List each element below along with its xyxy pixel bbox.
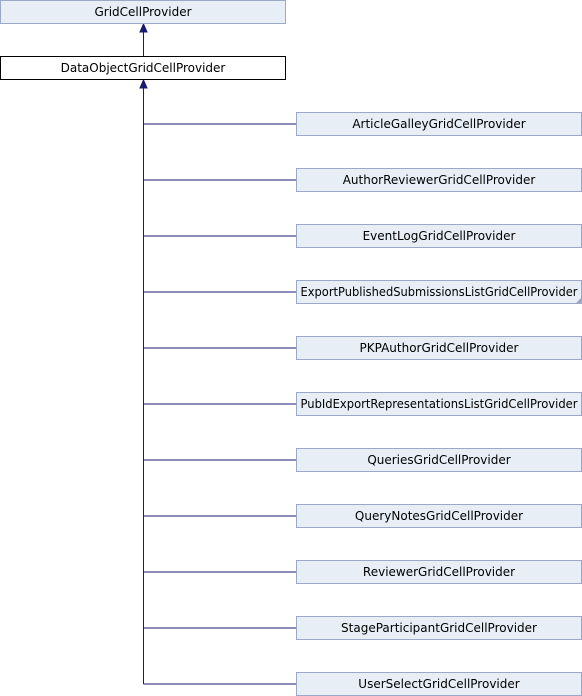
node-box <box>0 56 286 80</box>
node-label: GridCellProvider <box>94 5 191 19</box>
node-label: UserSelectGridCellProvider <box>358 677 519 691</box>
inheritance-edges <box>139 22 297 685</box>
derived-class-nodes: ArticleGalleyGridCellProviderAuthorRevie… <box>296 112 582 696</box>
edge-arrowhead <box>139 22 148 33</box>
node-label: StageParticipantGridCellProvider <box>341 621 537 635</box>
node-label: QueryNotesGridCellProvider <box>355 509 523 523</box>
node-label: ArticleGalleyGridCellProvider <box>352 117 525 131</box>
node-pkpauthorgridcellprovider[interactable]: PKPAuthorGridCellProvider <box>296 336 582 360</box>
node-queriesgridcellprovider[interactable]: QueriesGridCellProvider <box>296 448 582 472</box>
node-label: EventLogGridCellProvider <box>363 229 516 243</box>
node-querynotesgridcellprovider[interactable]: QueryNotesGridCellProvider <box>296 504 582 528</box>
node-dataobjectgridcellprovider: DataObjectGridCellProvider <box>0 56 286 80</box>
node-reviewergridcellprovider[interactable]: ReviewerGridCellProvider <box>296 560 582 584</box>
node-eventloggridcellprovider[interactable]: EventLogGridCellProvider <box>296 224 582 248</box>
node-userselectgridcellprovider[interactable]: UserSelectGridCellProvider <box>296 672 582 696</box>
node-label: ReviewerGridCellProvider <box>363 565 515 579</box>
node-pubidexportrepresentationslistgridcellprovider[interactable]: PubIdExportRepresentationsListGridCellPr… <box>296 392 582 416</box>
node-label: PKPAuthorGridCellProvider <box>360 341 519 355</box>
node-gridcellprovider[interactable]: GridCellProvider <box>0 0 286 24</box>
node-label: ExportPublishedSubmissionsListGridCellPr… <box>301 285 578 299</box>
node-articlegalleygridcellprovider[interactable]: ArticleGalleyGridCellProvider <box>296 112 582 136</box>
node-box <box>0 0 286 24</box>
node-authorreviewergridcellprovider[interactable]: AuthorReviewerGridCellProvider <box>296 168 582 192</box>
truncation-marker <box>575 297 582 304</box>
node-label: DataObjectGridCellProvider <box>61 61 226 75</box>
node-stageparticipantgridcellprovider[interactable]: StageParticipantGridCellProvider <box>296 616 582 640</box>
node-label: AuthorReviewerGridCellProvider <box>343 173 536 187</box>
node-label: PubIdExportRepresentationsListGridCellPr… <box>301 397 578 411</box>
edge-arrowhead <box>139 78 148 89</box>
node-exportpublishedsubmissionslistgridcellprovider[interactable]: ExportPublishedSubmissionsListGridCellPr… <box>296 280 582 304</box>
node-label: QueriesGridCellProvider <box>367 453 510 467</box>
